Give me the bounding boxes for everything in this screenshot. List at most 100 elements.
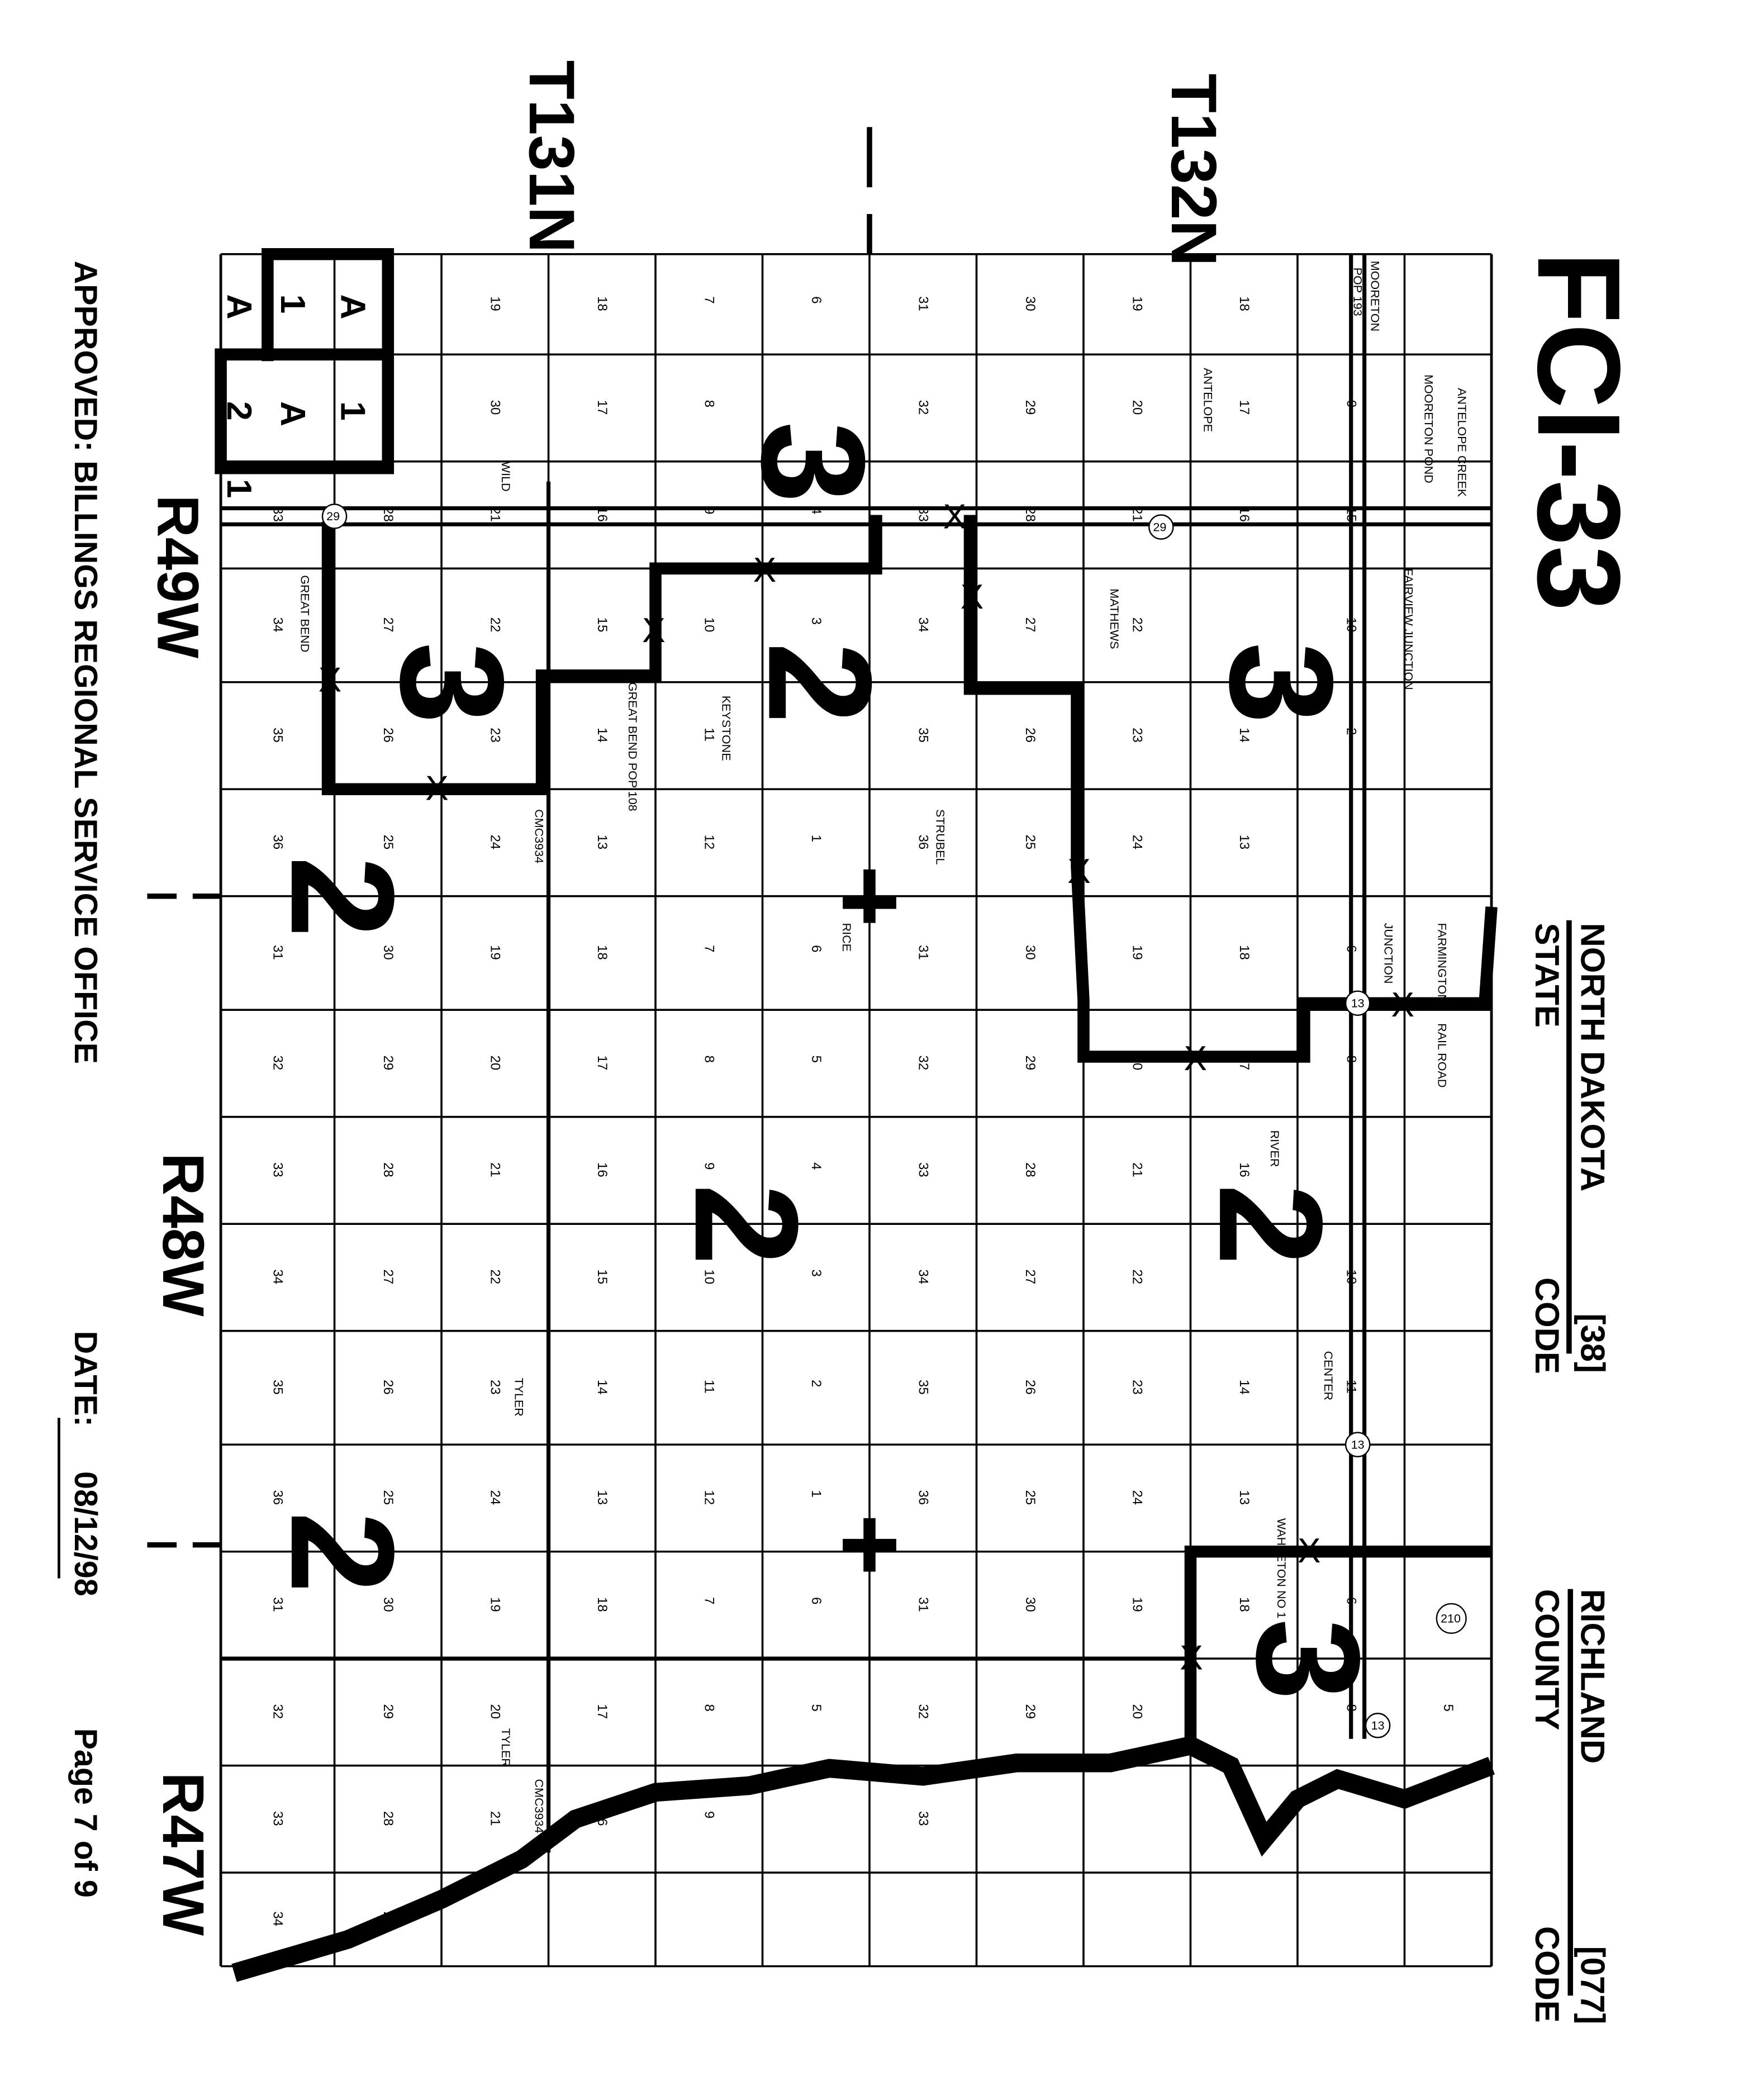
section-number: 15 — [595, 1270, 610, 1285]
route-markers: 29 29 13 13 13 210 — [321, 503, 1467, 1738]
section-number: 36 — [916, 835, 931, 850]
place-label: ANTELOPE CREEK — [1455, 388, 1469, 497]
section-number: 11 — [702, 728, 717, 742]
section-number: 33 — [270, 1811, 286, 1826]
place-label: MOORETON POND — [1422, 374, 1435, 483]
route-shield: 13 — [1371, 1719, 1385, 1732]
section-number: 7 — [702, 1597, 717, 1604]
state-code: [38] — [1574, 1314, 1611, 1373]
section-number: 18 — [1237, 1597, 1252, 1612]
place-label: RICE — [840, 923, 853, 952]
legend-box-label: A — [334, 294, 372, 320]
state-label: STATE — [1528, 923, 1566, 1028]
place-names: MOORETON POP 193 FAIRVIEW JUNCTION ANTEL… — [298, 261, 1469, 1833]
section-number: 24 — [1130, 1490, 1145, 1505]
section-number: 34 — [916, 617, 931, 633]
section-number: 1 — [809, 835, 824, 842]
section-number: 30 — [381, 1597, 396, 1612]
section-number: 21 — [1130, 1162, 1145, 1177]
date-value: 08/12/98 — [68, 1471, 103, 1597]
section-number: 17 — [595, 1704, 610, 1719]
township-label-t132n: T132N — [1158, 74, 1229, 267]
section-number: 22 — [488, 1270, 503, 1285]
crossing-x-icon: X — [1298, 1532, 1321, 1570]
zone-number: 2 — [1189, 1184, 1353, 1265]
section-number: 9 — [702, 1162, 717, 1170]
crossing-x-icon: X — [425, 769, 449, 807]
zone-crossings: X X X X X X X X X X X — [319, 497, 1414, 1677]
crossing-x-icon: X — [1184, 1039, 1208, 1078]
section-number: 22 — [1130, 617, 1145, 633]
section-number: 31 — [916, 296, 931, 311]
place-label: CENTER — [1322, 1351, 1335, 1401]
section-number: 13 — [1237, 1490, 1252, 1505]
zone-boundary-line — [321, 515, 882, 796]
crossing-x-icon: X — [319, 661, 342, 700]
section-number: 30 — [488, 400, 503, 415]
place-label: KEYSTONE — [720, 696, 733, 761]
legend-box-label: A — [273, 401, 312, 426]
date-label: DATE: — [68, 1331, 103, 1427]
county-code: [077] — [1574, 1946, 1611, 2025]
section-number: 15 — [595, 617, 610, 633]
section-number: 17 — [1237, 400, 1252, 415]
section-number: 14 — [595, 1380, 610, 1395]
range-label-r48w: R48W — [150, 1153, 216, 1317]
section-number: 2 — [809, 1380, 824, 1387]
section-number: 32 — [270, 1704, 286, 1719]
section-number: 18 — [595, 296, 610, 311]
section-number: 32 — [916, 1704, 931, 1719]
section-number: 27 — [381, 1270, 396, 1285]
zone-boundaries — [215, 248, 1498, 1982]
crossing-x-icon: X — [943, 497, 967, 536]
section-number: 34 — [270, 1911, 286, 1926]
section-number: 36 — [270, 1490, 286, 1505]
section-number: 18 — [595, 1597, 610, 1612]
zone-number: 3 — [370, 642, 534, 724]
crossing-x-icon: X — [753, 551, 777, 590]
section-number: 28 — [1023, 1162, 1038, 1177]
section-number: 17 — [595, 400, 610, 415]
section-number: 1 — [809, 1490, 824, 1498]
township-label-t131n: T131N — [516, 60, 587, 253]
zone-boundary-line — [963, 515, 1498, 1063]
route-shield-icon — [1365, 1713, 1391, 1738]
section-number: 19 — [488, 296, 503, 311]
section-number: 30 — [1023, 1597, 1038, 1612]
section-number: 7 — [702, 296, 717, 303]
place-label: POP 193 — [1351, 268, 1364, 316]
crossing-x-icon: X — [961, 578, 984, 616]
roads — [221, 254, 1492, 1853]
section-number: 28 — [381, 1811, 396, 1826]
section-number: 24 — [1130, 835, 1145, 850]
section-number: 8 — [702, 1056, 717, 1063]
section-number: 23 — [1130, 728, 1145, 743]
place-label: MOORETON — [1369, 261, 1382, 331]
section-number: 34 — [270, 1270, 286, 1285]
section-number: 11 — [702, 1380, 717, 1394]
zone-number: 3 — [1226, 1618, 1390, 1700]
map-title: FCI-33 — [1513, 251, 1645, 611]
route-shield-icon — [1148, 514, 1174, 540]
section-number: 5 — [1441, 1704, 1456, 1711]
section-number: 29 — [381, 1056, 396, 1071]
section-number: 19 — [488, 945, 503, 960]
legend-box-label: 1 — [273, 294, 312, 314]
section-number: 25 — [1023, 835, 1038, 850]
section-number: 35 — [916, 1380, 931, 1395]
place-label: GREAT BEND — [298, 575, 312, 652]
river-boundary — [231, 1736, 1495, 1982]
place-label: JUNCTION — [1382, 923, 1395, 984]
place-label: ANTELOPE — [1201, 368, 1214, 432]
section-number: 32 — [270, 1056, 286, 1071]
section-number: 5 — [809, 1704, 824, 1711]
place-label: TYLER — [499, 1728, 512, 1767]
crossing-x-icon: X — [1180, 1638, 1203, 1677]
route-shield-icon — [1436, 1603, 1467, 1634]
section-number: 21 — [488, 1162, 503, 1177]
section-number: 8 — [702, 1704, 717, 1711]
section-number: 29 — [1023, 1056, 1038, 1071]
section-number: 14 — [1237, 728, 1252, 743]
section-number: 6 — [809, 296, 824, 303]
